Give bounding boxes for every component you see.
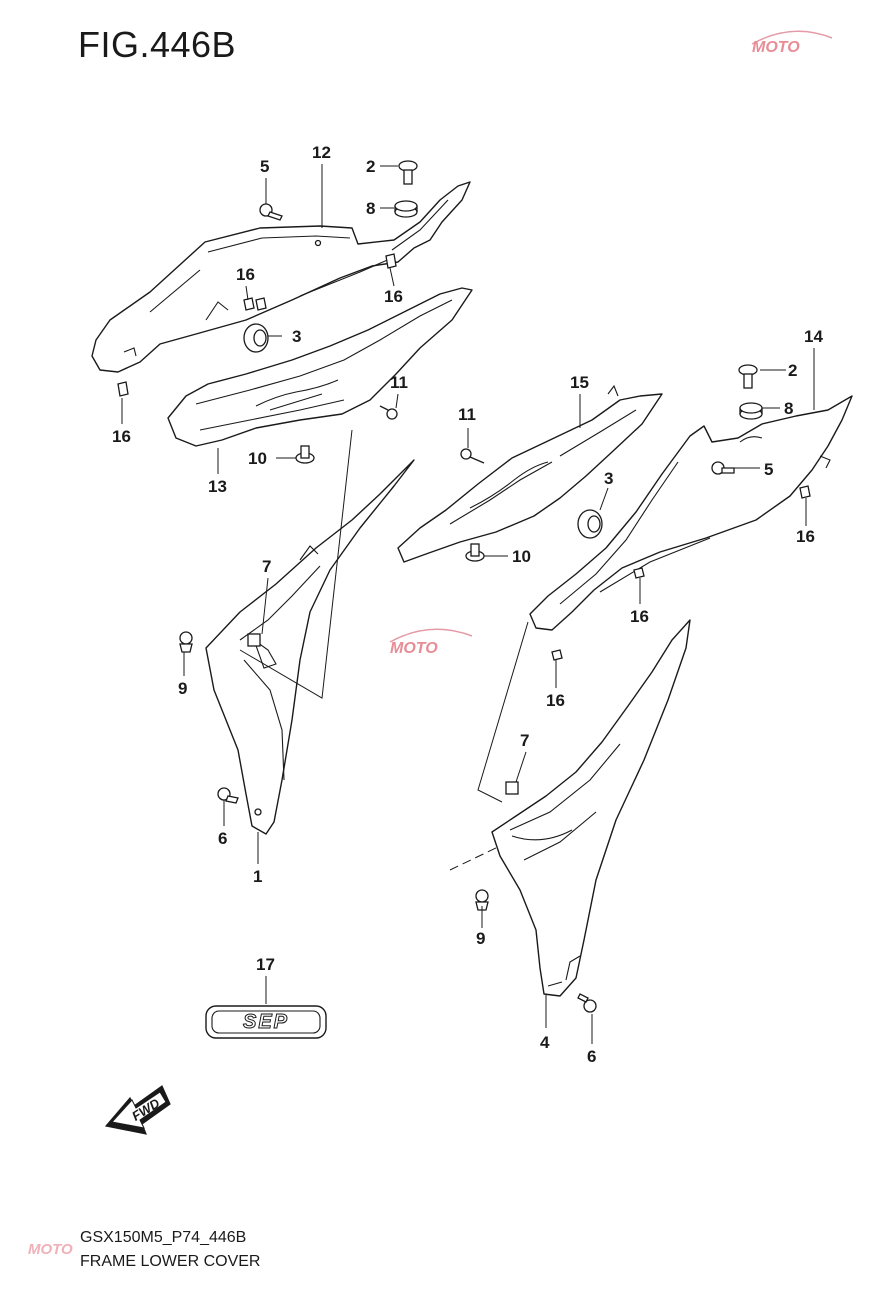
reference-line (239, 429, 353, 699)
callout-7: 7 (262, 557, 271, 576)
cushion-icon (243, 323, 269, 353)
small-clip-icon (243, 297, 255, 311)
callout-11: 11 (390, 373, 408, 392)
clip-icon (475, 889, 489, 911)
watermark-text: MOTO (752, 39, 800, 56)
small-clip-icon (551, 649, 563, 661)
callout-4: 4 (540, 1033, 550, 1052)
small-clip-icon (117, 381, 129, 397)
callout-13: 13 (208, 477, 227, 496)
part-12-upper-cover (91, 181, 471, 373)
part-1-left-cover (205, 459, 415, 835)
leader-lines (121, 164, 815, 1044)
reference-line (449, 845, 501, 871)
small-clip-icon (799, 485, 811, 499)
callout-7: 7 (520, 731, 529, 750)
callout-16: 16 (236, 265, 255, 284)
callout-16: 16 (546, 691, 565, 710)
screw-icon (577, 993, 597, 1013)
small-clip-icon (385, 253, 397, 269)
callout-10: 10 (512, 547, 531, 566)
figure-title: FIG.446B (78, 24, 237, 65)
callout-2: 2 (366, 157, 375, 176)
small-clip-icon (633, 567, 645, 579)
bolt-icon (398, 160, 418, 185)
rivet-icon (295, 445, 315, 464)
figure-code: GSX150M5_P74_446B (80, 1229, 247, 1246)
callout-15: 15 (570, 373, 589, 392)
grommet-icon (739, 402, 763, 420)
small-clip-icon (255, 297, 267, 311)
callout-1: 1 (253, 867, 262, 886)
callout-2: 2 (788, 361, 797, 380)
callout-16: 16 (796, 527, 815, 546)
nut-icon (247, 633, 261, 647)
reference-line (477, 621, 529, 803)
watermark-text: MOTO (28, 1241, 73, 1258)
fwd-arrow-icon: FWD (104, 1085, 171, 1135)
callout-5: 5 (260, 157, 269, 176)
clip-icon (179, 631, 193, 653)
callout-14: 14 (804, 327, 823, 346)
callout-16: 16 (112, 427, 131, 446)
part-15-right-panel (397, 384, 663, 563)
callout-11: 11 (458, 405, 476, 424)
emblem-text: SEP (243, 1011, 289, 1033)
grommet-icon (394, 200, 418, 218)
screw-icon (711, 461, 735, 475)
callout-9: 9 (476, 929, 485, 948)
watermark-bottom-left: MOTO (28, 1241, 73, 1258)
watermark-center: MOTO (389, 628, 473, 657)
part-13-lower-panel (167, 287, 473, 447)
tapping-screw-icon (379, 405, 398, 420)
callout-17: 17 (256, 955, 275, 974)
callout-10: 10 (248, 449, 267, 468)
screw-icon (217, 787, 239, 804)
nut-icon (505, 781, 519, 795)
cushion-icon (577, 509, 603, 539)
callout-9: 9 (178, 679, 187, 698)
watermark-top-right: MOTO (751, 30, 833, 56)
callout-3: 3 (604, 469, 613, 488)
screw-icon (259, 203, 283, 221)
part-17-emblem: SEP (205, 1005, 327, 1039)
bolt-icon (738, 364, 758, 389)
callout-8: 8 (366, 199, 375, 218)
callout-8: 8 (784, 399, 793, 418)
part-14-right-cover (529, 395, 853, 631)
callout-6: 6 (587, 1047, 596, 1066)
tapping-screw-icon (460, 448, 485, 464)
figure-name: FRAME LOWER COVER (80, 1253, 261, 1270)
callout-6: 6 (218, 829, 227, 848)
callout-12: 12 (312, 143, 331, 162)
callout-3: 3 (292, 327, 301, 346)
rivet-icon (465, 543, 485, 562)
watermark-text: MOTO (390, 640, 438, 657)
part-4-right-cover (491, 619, 691, 997)
callout-16: 16 (630, 607, 649, 626)
callout-16: 16 (384, 287, 403, 306)
callout-labels: 12 5 2 8 16 16 3 16 11 10 13 7 9 6 1 14 … (112, 143, 823, 1066)
callout-5: 5 (764, 460, 773, 479)
